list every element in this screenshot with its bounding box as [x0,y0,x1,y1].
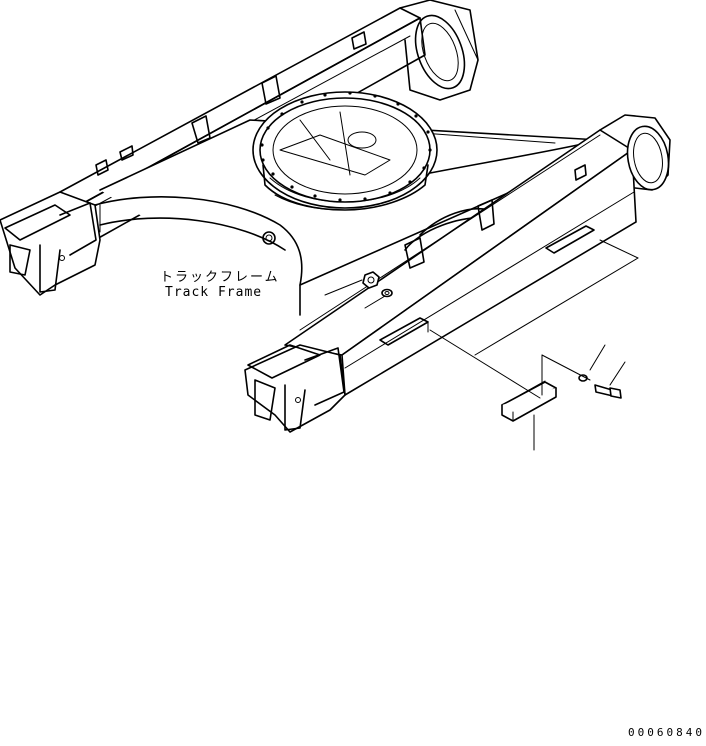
bolt-holes [260,91,432,202]
track-frame-label-en: Track Frame [165,285,263,300]
drawing-number: 00060840 [628,726,705,739]
exploded-track-guard [429,239,639,451]
swing-circle-mount [252,91,438,211]
fastener-hardware [324,271,626,399]
track-frame-label-jp: トラックフレーム [160,270,280,285]
right-side-frame [244,114,671,433]
left-side-frame [0,0,479,296]
